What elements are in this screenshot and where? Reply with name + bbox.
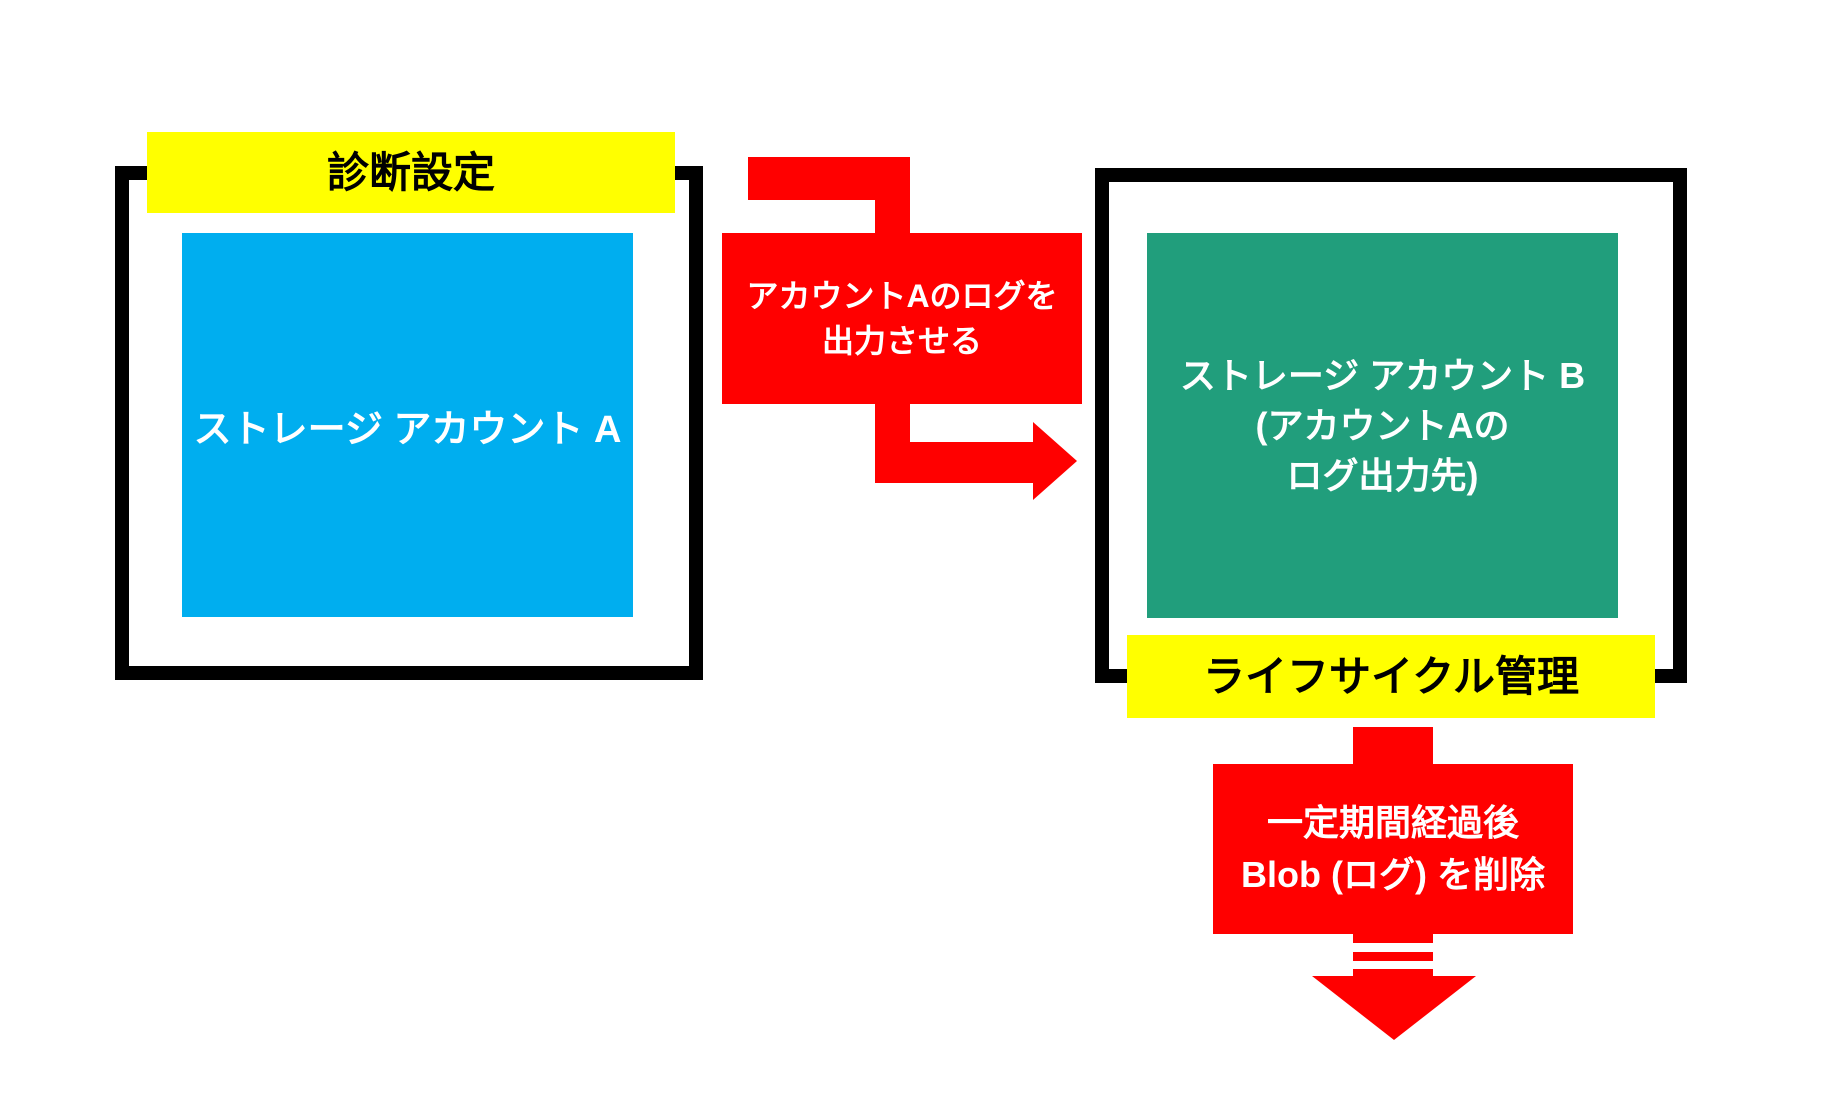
delete-arrow-label-line1: 一定期間経過後 (1266, 802, 1519, 843)
lifecycle-management-tag-label: ライフサイクル管理 (1203, 652, 1579, 700)
delete-arrow-shaft-segment1 (1353, 934, 1433, 943)
storage-account-b-node: ストレージ アカウント B (アカウントAの ログ出力先) (1147, 233, 1618, 618)
delete-arrow-label: 一定期間経過後 Blob (ログ) を削除 (1213, 764, 1573, 934)
storage-account-b-label-line2: (アカウントAの (1255, 404, 1510, 446)
delete-arrow-shaft-stripe (1353, 952, 1433, 961)
flow-arrow-top-segment (748, 157, 910, 200)
storage-account-b-label-line3: ログ出力先) (1286, 454, 1479, 496)
flow-arrow-label: アカウントAのログを 出力させる (722, 233, 1082, 404)
diagnostic-settings-tag-label: 診断設定 (326, 148, 495, 196)
flow-arrow-bottom-segment (875, 442, 1033, 483)
lifecycle-management-tag: ライフサイクル管理 (1127, 635, 1655, 718)
storage-account-b-label-line1: ストレージ アカウント B (1179, 354, 1586, 396)
delete-arrowhead-down-icon (1312, 976, 1476, 1040)
delete-arrow-shaft (1353, 727, 1433, 764)
flow-arrow-label-line2: 出力させる (821, 322, 982, 359)
storage-account-a-node: ストレージ アカウント A (182, 233, 633, 617)
storage-account-a-label: ストレージ アカウント A (193, 408, 622, 451)
delete-arrow-shaft-segment2 (1353, 969, 1433, 976)
diagnostic-settings-tag: 診断設定 (147, 132, 675, 213)
flow-arrow-label-line1: アカウントAのログを (746, 277, 1058, 314)
flow-arrowhead-right-icon (1033, 422, 1077, 500)
delete-arrow-label-line2: Blob (ログ) を削除 (1241, 854, 1545, 895)
